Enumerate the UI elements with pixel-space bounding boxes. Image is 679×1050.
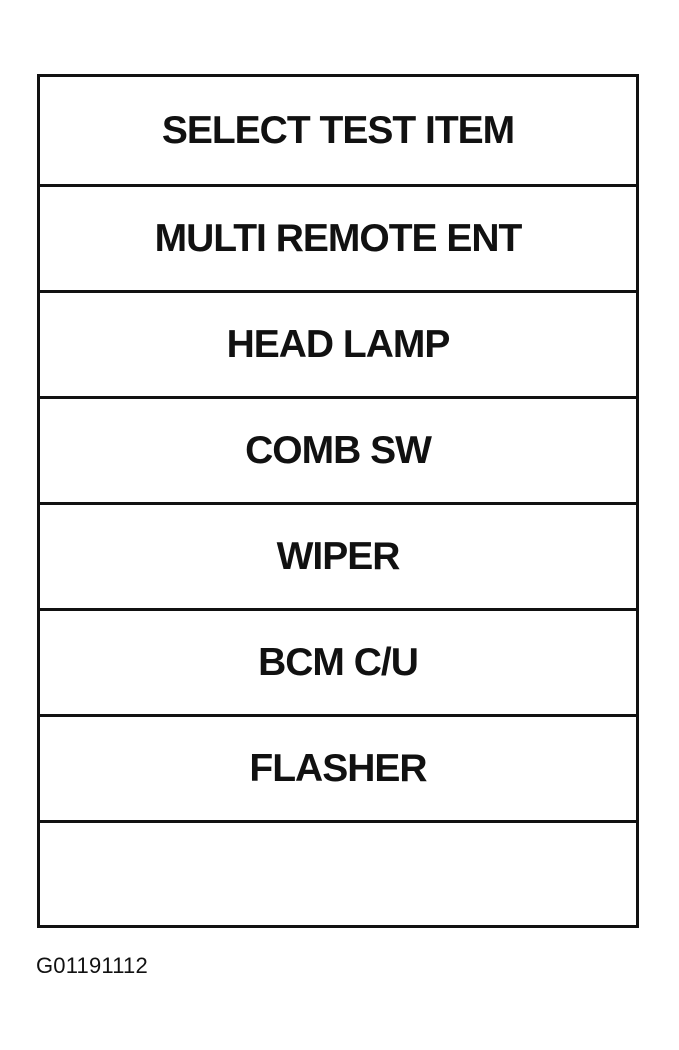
test-item-head-lamp[interactable]: HEAD LAMP <box>40 293 636 399</box>
figure-id: G01191112 <box>36 953 148 978</box>
screen-title: SELECT TEST ITEM <box>40 77 636 187</box>
test-item-bcm-cu[interactable]: BCM C/U <box>40 611 636 717</box>
consult-screen: SELECT TEST ITEM MULTI REMOTE ENT HEAD L… <box>37 74 639 928</box>
test-item-flasher[interactable]: FLASHER <box>40 717 636 823</box>
test-item-empty[interactable] <box>40 823 636 925</box>
test-item-comb-sw[interactable]: COMB SW <box>40 399 636 505</box>
test-item-wiper[interactable]: WIPER <box>40 505 636 611</box>
test-item-multi-remote-ent[interactable]: MULTI REMOTE ENT <box>40 187 636 293</box>
